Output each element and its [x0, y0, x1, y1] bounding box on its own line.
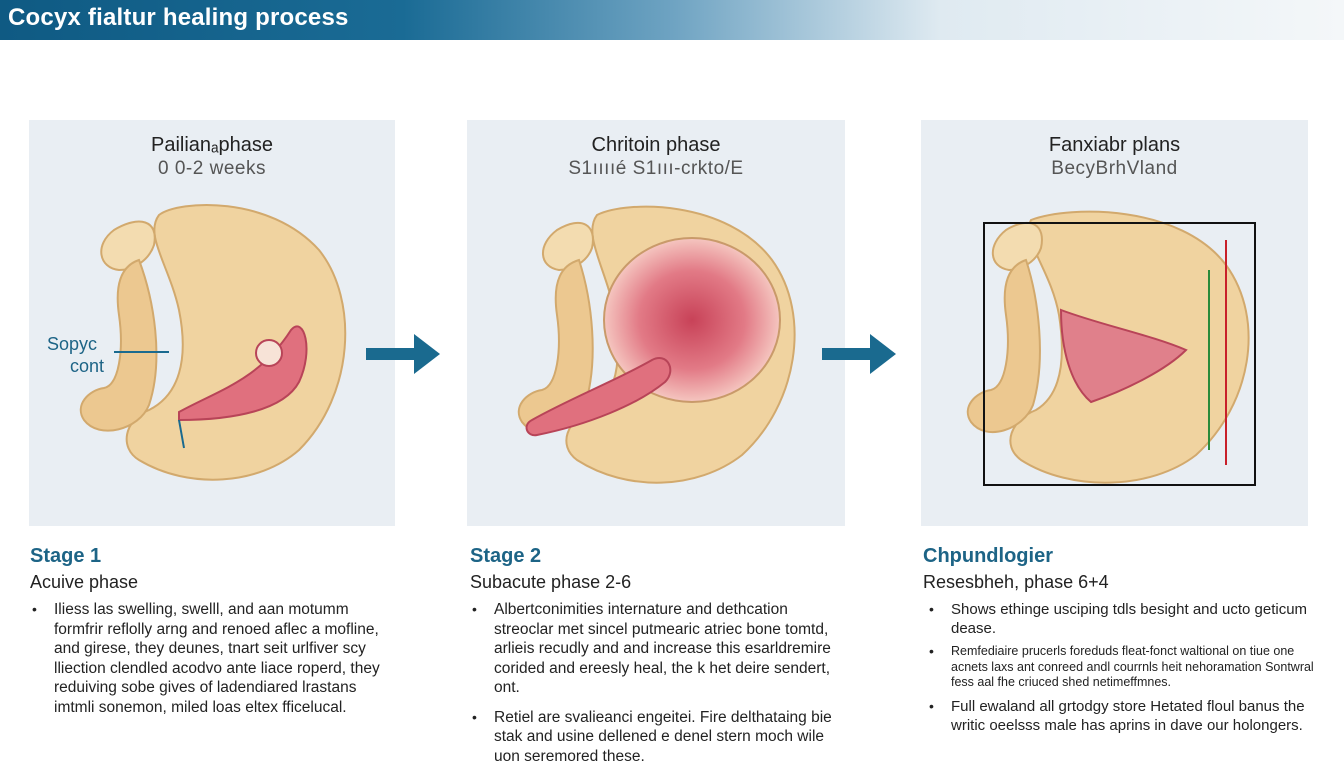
coccyx-illustration-1 — [79, 204, 347, 481]
bullet-item: Shows ethinge usciping tdls besight and … — [927, 600, 1322, 638]
panel-stage-1: Pailianₐphase 0 0-2 weeks — [29, 120, 395, 526]
header-banner: Cocyx fialtur healing process — [0, 0, 1344, 40]
panel-subtitle: 0 0-2 weeks — [158, 158, 266, 179]
annotation-line-1: Sopyc — [47, 334, 98, 354]
panel-stage-3: Fanxiabr plans BecyBrhVland — [921, 120, 1308, 526]
panel-title: Fanxiabr plans — [1048, 134, 1181, 156]
coccyx-illustration-2 — [517, 205, 796, 484]
stage-2-bullets: Albertconimities internature and dethcat… — [470, 600, 840, 766]
stage-3-subtitle: Resesbheh, phase 6+4 — [923, 572, 1109, 592]
panel-subtitle: BecyBrhVland — [1051, 158, 1178, 179]
bullet-item: Full ewaland all grtodgy store Hetated f… — [927, 697, 1322, 735]
stage-1-subtitle: Acuive phase — [30, 572, 139, 592]
bullet-item: Albertconimities internature and dethcat… — [470, 600, 840, 698]
arrow-right-icon — [366, 334, 440, 374]
panel-title: Pailianₐphase — [151, 134, 273, 156]
stage-1-title: Stage 1 — [30, 545, 102, 567]
stage-2-title: Stage 2 — [470, 545, 542, 567]
panel-title: Chritoin phase — [591, 134, 721, 156]
arrow-right-icon — [822, 334, 896, 374]
bullet-item: Retiel are svalieanci engeitei. Fire del… — [470, 708, 840, 767]
coccyx-illustration-3 — [966, 210, 1256, 486]
stage-2-subtitle: Subacute phase 2-6 — [470, 572, 632, 592]
stage-1-bullets: Iliess las swelling, swelll, and aan mot… — [30, 600, 380, 717]
annotation-label: Sopyc cont — [40, 333, 104, 377]
bullet-item: Remfediaire prucerls foreduds fleat-fonc… — [927, 644, 1322, 691]
bullet-item: Iliess las swelling, swelll, and aan mot… — [30, 600, 380, 717]
stage-3-title: Chpundlogier — [923, 545, 1053, 567]
page-title: Cocyx fialtur healing process — [8, 4, 349, 31]
panel-subtitle: S1ııııé S1ııı-crkto/E — [568, 158, 744, 179]
stage-3-bullets: Shows ethinge usciping tdls besight and … — [927, 600, 1322, 735]
annotation-line-2: cont — [70, 356, 105, 376]
panel-stage-2: Chritoin phase S1ııııé S1ııı-crkto/E — [467, 120, 845, 526]
